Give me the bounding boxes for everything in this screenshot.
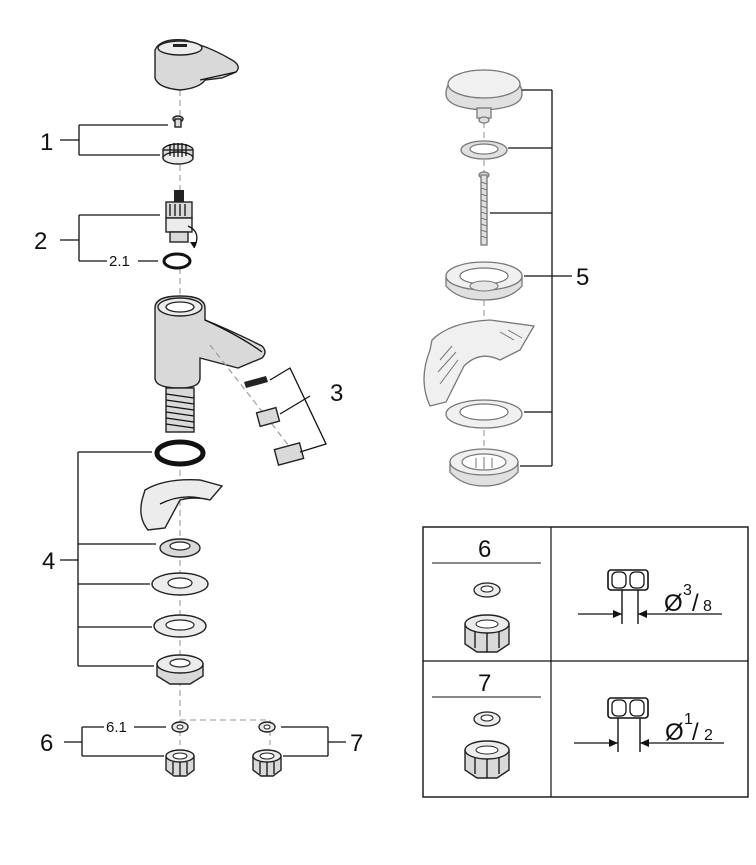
- table-row-6-dia-numerator: 3: [683, 582, 692, 599]
- table-row-6-dia-slash: /: [692, 590, 699, 617]
- callout-5: 5: [576, 264, 589, 291]
- callout-2-1: 2.1: [109, 253, 130, 270]
- table-row-7-dia-slash: /: [692, 719, 699, 746]
- drain-nut: [449, 448, 519, 487]
- table-row-6-fitting: [464, 582, 510, 653]
- part-6-fitting: [165, 721, 195, 777]
- part-3-aerator: [244, 376, 305, 466]
- callout-1: 1: [40, 129, 53, 156]
- drain-assembly: 5: [423, 69, 589, 487]
- part-7-fitting: [252, 721, 282, 777]
- drain-plug-cap: [445, 69, 523, 124]
- drain-nut-washer: [445, 399, 523, 429]
- table-row-6-dia-denominator: 8: [703, 598, 712, 615]
- callout-6-1: 6.1: [106, 719, 127, 736]
- callout-7: 7: [350, 730, 363, 757]
- drain-rod: [478, 171, 490, 246]
- table-row-6-label: 6: [478, 536, 491, 563]
- part-2-cartridge: [165, 190, 198, 249]
- callout-4: 4: [42, 548, 55, 575]
- part-4-mounting-set: [140, 439, 224, 685]
- table-row-7-dia-numerator: 1: [684, 711, 693, 728]
- drain-flange: [445, 261, 523, 301]
- table-row-6-dia-symbol: Ø: [664, 590, 683, 617]
- handle-lever: [154, 39, 239, 91]
- connection-size-table: 6 Ø 3 / 8 7: [422, 526, 749, 798]
- faucet-assembly: 1 2 2.1: [34, 39, 363, 777]
- table-row-7-label: 7: [478, 670, 491, 697]
- callout-2: 2: [34, 228, 47, 255]
- table-row-7-dia-denominator: 2: [704, 727, 713, 744]
- callout-3: 3: [330, 380, 343, 407]
- table-row-7-dimension: Ø 1 / 2: [574, 697, 724, 752]
- part-1-screw-adapter: [162, 115, 194, 165]
- basin-section: [423, 319, 536, 407]
- drain-gasket: [460, 140, 508, 160]
- table-row-6-dimension: Ø 3 / 8: [578, 569, 722, 624]
- o-ring-2-1: [162, 252, 192, 270]
- callout-6: 6: [40, 730, 53, 757]
- table-row-7-dia-symbol: Ø: [665, 719, 684, 746]
- faucet-body: [154, 295, 266, 433]
- table-row-7-fitting: [464, 711, 510, 779]
